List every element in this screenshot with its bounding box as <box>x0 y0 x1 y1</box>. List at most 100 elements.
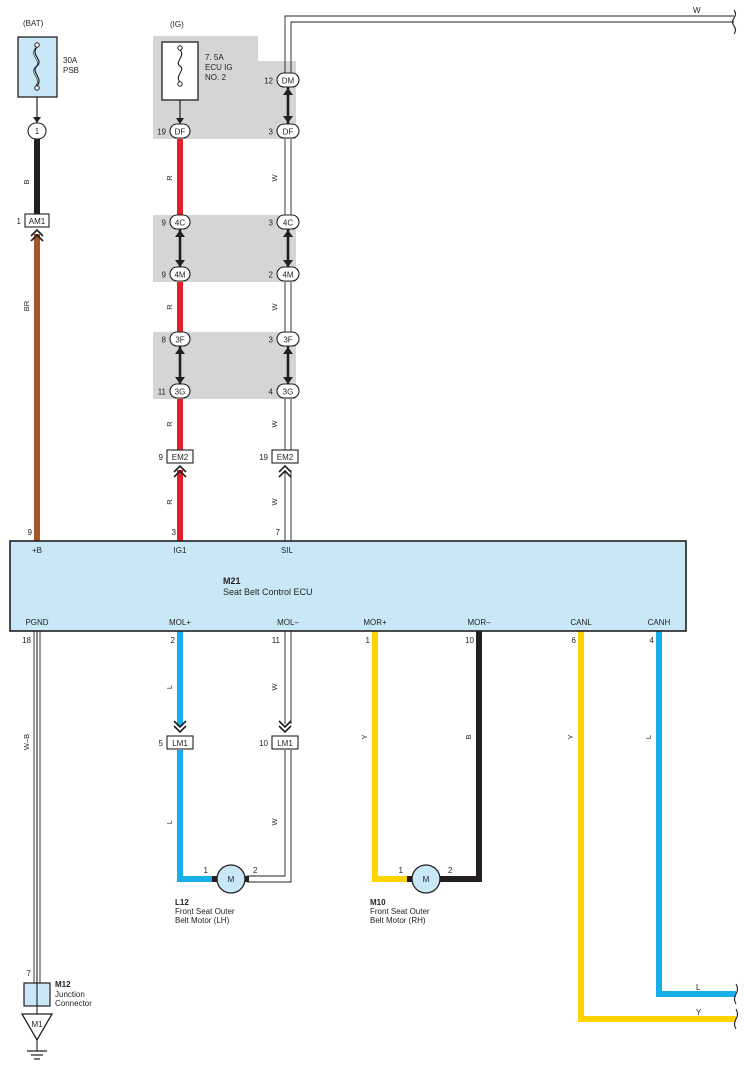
motor-m10: M 1 2 M10 Front Seat Outer Belt Motor (R… <box>370 864 453 925</box>
svg-text:L: L <box>165 685 174 689</box>
svg-text:10: 10 <box>259 739 268 748</box>
svg-text:R: R <box>165 304 174 310</box>
ig-label: (IG) <box>170 20 184 29</box>
svg-text:2: 2 <box>269 271 274 280</box>
svg-text:R: R <box>165 175 174 181</box>
motor-l12: M 1 2 L12 Front Seat Outer Belt Motor (L… <box>175 864 258 925</box>
svg-text:9: 9 <box>162 271 167 280</box>
connector-lm1-5: LM1 5 <box>159 720 194 750</box>
svg-text:2: 2 <box>253 866 258 875</box>
svg-text:R: R <box>165 499 174 505</box>
mor-minus-wire <box>441 631 482 882</box>
svg-text:+B: +B <box>32 546 42 555</box>
junction-connector-m12: 7 M12 Junction Connector <box>23 969 92 1008</box>
svg-text:EM2: EM2 <box>277 453 294 462</box>
svg-text:9: 9 <box>162 219 167 228</box>
svg-text:W: W <box>270 818 279 826</box>
svg-text:M: M <box>228 875 235 884</box>
fuse-ecu-ig: (IG) 7. 5A ECU IG NO. 2 <box>161 20 233 101</box>
svg-text:19: 19 <box>157 128 166 137</box>
connector-df-3: DF 3 <box>269 123 300 139</box>
svg-text:3F: 3F <box>283 336 292 345</box>
svg-text:9: 9 <box>28 528 33 537</box>
connector-df-19: DF 19 <box>157 118 191 139</box>
svg-text:IG1: IG1 <box>174 546 187 555</box>
psb-fuse-amp: 30A <box>63 56 78 65</box>
svg-text:DF: DF <box>283 128 294 137</box>
offpage-y-label: Y <box>696 1008 702 1017</box>
svg-text:Seat Belt Control ECU: Seat Belt Control ECU <box>223 587 313 597</box>
mol-plus-wire <box>177 631 214 882</box>
svg-text:4M: 4M <box>282 271 293 280</box>
svg-text:3: 3 <box>269 128 274 137</box>
fuse-psb: (BAT) 30A PSB <box>17 19 79 98</box>
svg-text:L12: L12 <box>175 898 189 907</box>
connector-3f-8: 3F 8 <box>162 331 191 347</box>
svg-text:12: 12 <box>264 77 273 86</box>
svg-text:AM1: AM1 <box>29 217 46 226</box>
connector-dm-12: DM 12 <box>264 72 300 124</box>
svg-text:3: 3 <box>172 528 177 537</box>
svg-text:2: 2 <box>448 866 453 875</box>
svg-text:Junction: Junction <box>55 990 85 999</box>
svg-text:10: 10 <box>465 636 474 645</box>
mol-minus-wire <box>247 631 292 883</box>
offpage-breaks <box>731 9 739 1030</box>
psb-fuse-name: PSB <box>63 66 79 75</box>
svg-text:L: L <box>165 820 174 824</box>
svg-text:W: W <box>270 498 279 506</box>
motor-rh-icon <box>411 864 441 894</box>
svg-text:B: B <box>22 179 31 184</box>
connector-am1: AM1 1 <box>17 213 50 242</box>
svg-text:11: 11 <box>272 636 281 645</box>
svg-text:BR: BR <box>22 300 31 311</box>
svg-text:W: W <box>270 420 279 428</box>
svg-text:8: 8 <box>162 336 167 345</box>
svg-text:LM1: LM1 <box>277 739 293 748</box>
svg-text:SIL: SIL <box>281 546 294 555</box>
svg-text:18: 18 <box>22 636 31 645</box>
bat-label: (BAT) <box>23 19 44 28</box>
ground-icon <box>20 1013 54 1042</box>
svg-text:W–B: W–B <box>22 734 31 750</box>
svg-text:4C: 4C <box>175 219 185 228</box>
connector-em2-9: EM2 9 <box>159 449 194 478</box>
svg-text:2: 2 <box>171 636 176 645</box>
ig-fuse-name-1: ECU IG <box>205 63 233 72</box>
connector-3g-11: 3G 11 <box>158 346 191 399</box>
mor-plus-wire <box>372 631 409 882</box>
svg-text:MOR–: MOR– <box>467 618 491 627</box>
svg-text:DM: DM <box>282 77 295 86</box>
svg-text:Y: Y <box>360 734 369 739</box>
svg-text:Belt Motor (LH): Belt Motor (LH) <box>175 916 230 925</box>
connector-3g-4: 3G 4 <box>269 346 300 399</box>
svg-text:M: M <box>423 875 430 884</box>
svg-text:W: W <box>270 683 279 691</box>
svg-text:4C: 4C <box>283 219 293 228</box>
connector-4m-2: 4M 2 <box>269 229 300 282</box>
svg-text:PGND: PGND <box>25 618 48 627</box>
svg-text:Belt Motor (RH): Belt Motor (RH) <box>370 916 426 925</box>
motor-lh-icon <box>216 864 246 894</box>
svg-text:W: W <box>270 174 279 182</box>
svg-text:3G: 3G <box>283 388 294 397</box>
svg-text:DF: DF <box>175 128 186 137</box>
ground-m1: M1 <box>20 1013 54 1060</box>
svg-text:5: 5 <box>159 739 164 748</box>
connector-bat-1: 1 <box>27 117 47 140</box>
svg-text:4: 4 <box>269 388 274 397</box>
offpage-l-label: L <box>696 983 701 992</box>
svg-text:L: L <box>644 735 653 739</box>
connector-em2-19: EM2 19 <box>259 449 299 478</box>
svg-text:Y: Y <box>566 734 575 739</box>
canh-wire <box>656 631 736 997</box>
svg-text:M12: M12 <box>55 980 71 989</box>
svg-text:1: 1 <box>366 636 371 645</box>
svg-text:M21: M21 <box>223 576 241 586</box>
svg-text:M1: M1 <box>31 1020 43 1029</box>
svg-text:MOR+: MOR+ <box>363 618 387 627</box>
ig-fuse-name-2: NO. 2 <box>205 73 226 82</box>
pgnd-wire <box>33 631 41 1014</box>
svg-text:Connector: Connector <box>55 999 92 1008</box>
